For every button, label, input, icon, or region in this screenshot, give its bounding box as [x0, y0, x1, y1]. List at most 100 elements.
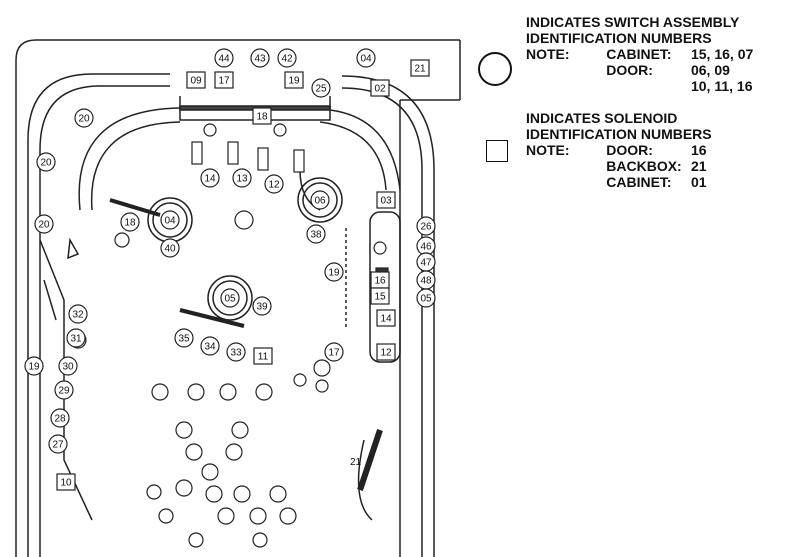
- switch-marker: 17: [324, 342, 344, 362]
- switch-marker: 12: [264, 174, 284, 194]
- switch-marker: 34: [200, 336, 220, 356]
- switch-number: 04: [164, 216, 176, 227]
- solenoid-symbol-icon: [486, 140, 508, 162]
- switch-marker: 13: [232, 168, 252, 188]
- switch-number: 19: [328, 268, 340, 279]
- switch-number: 20: [40, 158, 52, 169]
- solenoid-number: 19: [288, 76, 300, 87]
- switch-marker: 43: [250, 48, 270, 68]
- switch-number: 12: [268, 180, 280, 191]
- solenoid-marker: 10: [56, 473, 76, 491]
- switch-marker: 47: [416, 252, 436, 272]
- switch-number: 26: [420, 222, 432, 233]
- solenoid-number: 09: [190, 76, 202, 87]
- switch-marker: 05: [220, 288, 240, 308]
- switch-note-value-2: 06, 09: [690, 62, 730, 78]
- switch-number: 44: [218, 54, 230, 65]
- switch-marker: 19: [324, 262, 344, 282]
- solenoid-note-value-3: 01: [690, 174, 707, 190]
- switch-marker: 04: [160, 210, 180, 230]
- solenoid-note-row-1: NOTE: DOOR: 16: [526, 142, 798, 158]
- switch-marker: 32: [68, 304, 88, 324]
- switch-number: 04: [360, 54, 372, 65]
- switch-marker: 28: [50, 408, 70, 428]
- solenoid-number: 18: [256, 112, 268, 123]
- switch-marker: 04: [356, 48, 376, 68]
- switch-marker: 30: [58, 356, 78, 376]
- stray-label: 21: [350, 457, 362, 468]
- solenoid-number: 12: [380, 348, 392, 359]
- switch-marker: 26: [416, 216, 436, 236]
- switch-marker: 19: [24, 356, 44, 376]
- switch-marker: 06: [310, 190, 330, 210]
- solenoid-number: 10: [60, 478, 72, 489]
- switch-number: 35: [178, 334, 190, 345]
- switch-marker: 20: [34, 214, 54, 234]
- switch-marker: 46: [416, 236, 436, 256]
- switch-number: 39: [256, 302, 268, 313]
- switch-marker: 18: [120, 212, 140, 232]
- switch-marker: 27: [48, 434, 68, 454]
- switch-note-key-2: DOOR:: [606, 62, 653, 78]
- switch-number: 31: [70, 334, 82, 345]
- solenoid-marker: 17: [214, 71, 234, 89]
- switch-number: 17: [328, 348, 340, 359]
- switch-marker: 33: [226, 342, 246, 362]
- switch-marker: 38: [306, 224, 326, 244]
- switch-marker: 20: [74, 108, 94, 128]
- solenoid-marker: 14: [376, 309, 396, 327]
- switch-number: 20: [38, 220, 50, 231]
- solenoid-number: 15: [374, 292, 386, 303]
- solenoid-number: 21: [414, 64, 426, 75]
- switch-number: 25: [315, 84, 327, 95]
- switch-number: 05: [420, 294, 432, 305]
- switch-number: 18: [124, 218, 136, 229]
- solenoid-legend: INDICATES SOLENOID IDENTIFICATION NUMBER…: [526, 110, 798, 190]
- solenoid-number: 14: [380, 314, 392, 325]
- solenoid-note-row-2: BACKBOX: 21: [526, 158, 798, 174]
- switch-marker: 20: [36, 152, 56, 172]
- switch-markers: 44 43 42 04 25 20 20 20 18 04 40 06 38 05 26 46 47 48 05 39…: [24, 48, 436, 454]
- switch-number: 43: [254, 54, 266, 65]
- solenoid-note-key-1: DOOR:: [606, 142, 653, 158]
- switch-marker: 44: [214, 48, 234, 68]
- solenoid-note-key-3: CABINET:: [606, 174, 672, 190]
- solenoid-markers: 09 17 19 21 02 18 03 16 15 14 12 11 10: [56, 59, 430, 491]
- solenoid-note-key-2: BACKBOX:: [606, 158, 682, 174]
- switch-marker: 29: [54, 380, 74, 400]
- switch-symbol-icon: [478, 52, 512, 86]
- switch-number: 47: [420, 258, 432, 269]
- solenoid-legend-title-1: INDICATES SOLENOID: [526, 110, 678, 126]
- solenoid-number: 02: [374, 84, 386, 95]
- switch-number: 48: [420, 276, 432, 287]
- switch-number: 13: [236, 174, 248, 185]
- solenoid-number: 03: [380, 196, 392, 207]
- switch-number: 33: [230, 348, 242, 359]
- switch-note-row-2: DOOR: 06, 09: [526, 62, 798, 78]
- switch-marker: 39: [252, 296, 272, 316]
- switch-marker: 40: [160, 238, 180, 258]
- solenoid-number: 11: [258, 352, 269, 363]
- solenoid-number: 16: [374, 276, 386, 287]
- switch-number: 30: [62, 362, 74, 373]
- switch-legend-title-2: IDENTIFICATION NUMBERS: [526, 30, 712, 46]
- switch-number: 40: [164, 244, 176, 255]
- switch-number: 28: [54, 414, 66, 425]
- solenoid-marker: 18: [252, 107, 272, 125]
- switch-legend-title-1: INDICATES SWITCH ASSEMBLY: [526, 14, 740, 30]
- playfield-outer-frame: [15, 39, 460, 557]
- solenoid-marker: 19: [284, 71, 304, 89]
- switch-number: 14: [204, 174, 216, 185]
- switch-number: 06: [314, 196, 326, 207]
- switch-note-value-3: 10, 11, 16: [690, 78, 753, 94]
- switch-number: 27: [52, 440, 64, 451]
- solenoid-marker: 21: [410, 59, 430, 77]
- solenoid-note-value-1: 16: [690, 142, 707, 158]
- switch-marker: 42: [277, 48, 297, 68]
- solenoid-marker: 09: [186, 71, 206, 89]
- switch-marker: 35: [174, 328, 194, 348]
- switch-note-key-1: CABINET:: [606, 46, 672, 62]
- solenoid-number: 17: [218, 76, 230, 87]
- switch-number: 46: [420, 242, 432, 253]
